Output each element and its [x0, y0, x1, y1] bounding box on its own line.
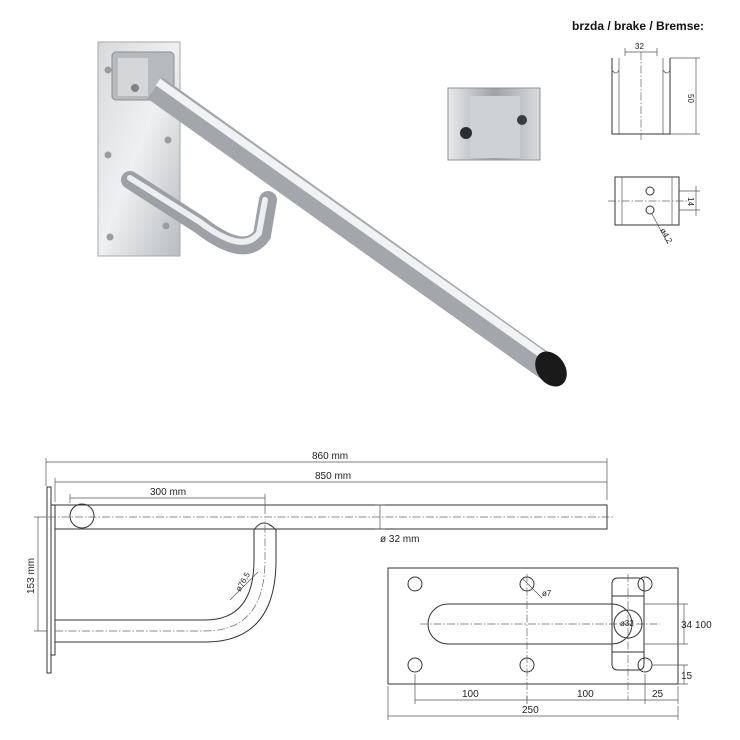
inner-height-label: 34: [681, 620, 693, 631]
spacing-left-label: 100: [462, 689, 479, 700]
bottom-offset-label: 15: [681, 671, 693, 682]
plate-hole-dia-label: ø7: [542, 589, 552, 598]
spacing-right-label: 100: [577, 689, 594, 700]
plate-screw: [162, 222, 170, 230]
mount-hole: [637, 576, 653, 592]
outer-height-label: 100: [695, 620, 712, 631]
tube-diameter-label: ø 32 mm: [380, 534, 419, 545]
brake-width-label: 32: [635, 42, 644, 51]
brake-screw: [460, 127, 472, 139]
pivot-distance-label: 300 mm: [150, 487, 186, 498]
brake-hole-label: ø4,2: [658, 227, 674, 246]
brake-spacing-label: 14: [686, 197, 695, 206]
brake-photo: [447, 87, 541, 161]
plate-screw: [104, 66, 112, 74]
brake-hole: [645, 205, 655, 215]
pivot-circle: [69, 503, 95, 529]
brake-height-label: 50: [686, 94, 695, 103]
plate-screw: [104, 151, 112, 159]
brake-top-view: 32 50: [611, 42, 700, 140]
plate-screw: [106, 233, 114, 241]
plate-screw: [164, 136, 172, 144]
brake-caption: brzda / brake / Bremse:: [572, 19, 704, 33]
arm-length-label: 850 mm: [315, 471, 351, 482]
mount-hole: [407, 576, 423, 592]
plate-view-drawing: ø32 ø7 100 100 25 250 34 100 15: [387, 567, 712, 720]
brake-screw: [517, 115, 527, 125]
side-view-drawing: 860 mm 850 mm 300 mm ø 32 mm 153 mm ø76,…: [26, 451, 614, 674]
plate-tube-dia-label: ø32: [620, 619, 634, 628]
product-photo: [97, 41, 567, 387]
support-tube-highlight: [127, 175, 268, 245]
tube-circle: [613, 609, 643, 639]
hinge-pin: [131, 84, 139, 92]
plate-width-label: 250: [522, 705, 539, 716]
overall-length-label: 860 mm: [312, 451, 348, 462]
mount-hole: [407, 657, 423, 673]
edge-offset-label: 25: [652, 689, 664, 700]
end-cap: [535, 351, 567, 387]
main-arm-highlight: [155, 78, 553, 364]
brake-side-view: 14 ø4,2: [608, 176, 700, 246]
height-label: 153 mm: [26, 558, 37, 594]
main-arm-tube: [147, 77, 556, 379]
brake-hole: [645, 186, 655, 196]
